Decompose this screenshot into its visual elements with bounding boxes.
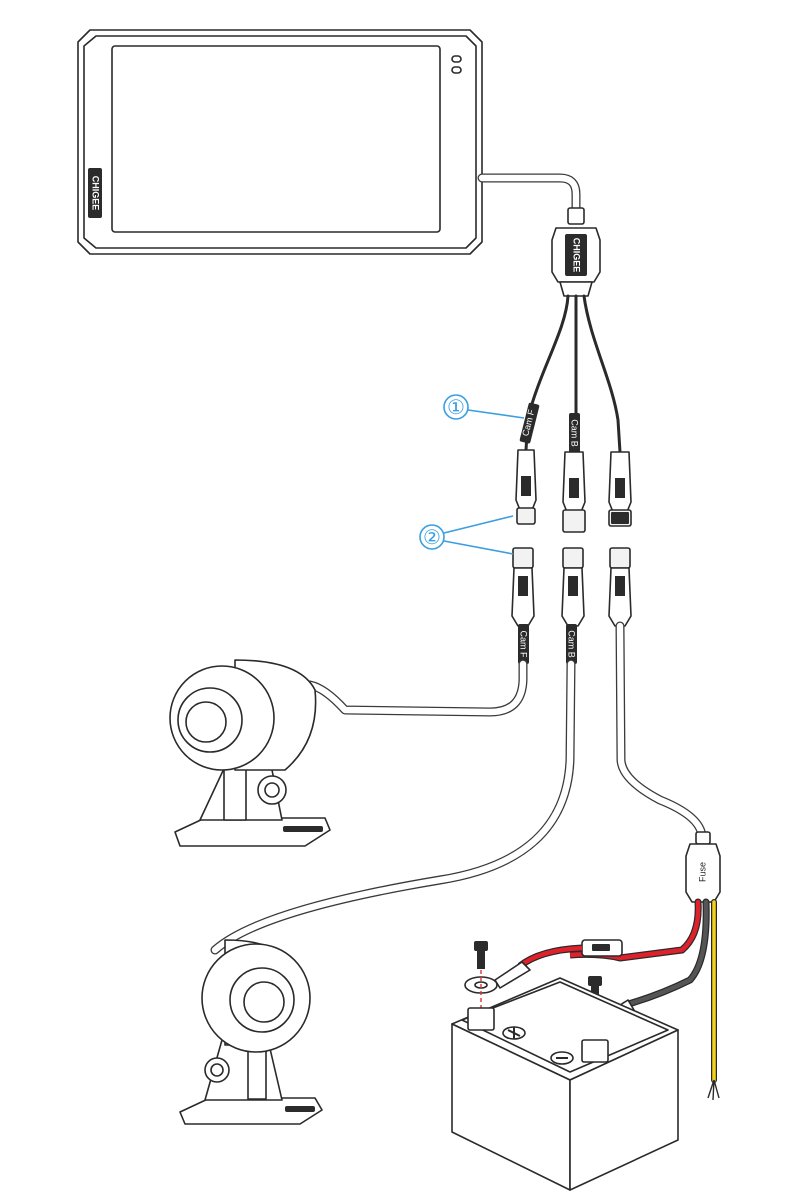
splitter-housing: CHIGEE xyxy=(551,207,601,297)
callout-1: ① xyxy=(443,394,525,420)
connector-cam-b-upper xyxy=(562,451,586,533)
svg-text:Fuse: Fuse xyxy=(697,862,707,882)
fuse-holder: Fuse xyxy=(685,831,721,903)
inline-fuse xyxy=(581,939,623,957)
svg-text:②: ② xyxy=(423,527,441,549)
connector-cam-f-lower xyxy=(511,547,535,627)
stripped-wire-end xyxy=(707,1079,720,1101)
plus-symbol xyxy=(507,1027,521,1039)
positive-bolt xyxy=(474,941,488,969)
rear-camera xyxy=(179,939,323,1125)
front-camera xyxy=(169,659,331,847)
svg-text:Cam B: Cam B xyxy=(570,419,580,447)
tag-cam-f-lower: Cam F xyxy=(518,624,529,664)
display-screen xyxy=(111,45,441,233)
brand-logo-side xyxy=(88,168,102,218)
tag-cam-b-lower: Cam B xyxy=(566,624,577,664)
svg-text:①: ① xyxy=(447,397,465,419)
svg-text:Cam B: Cam B xyxy=(567,630,577,658)
light-sensor xyxy=(451,55,462,63)
positive-ring-terminal xyxy=(464,961,531,994)
connector-power-upper xyxy=(608,451,632,527)
negative-wire xyxy=(622,899,709,1008)
svg-text:Cam F: Cam F xyxy=(519,631,529,659)
battery xyxy=(451,977,679,1191)
connector-cam-b-lower xyxy=(561,547,585,627)
tag-cam-b-upper: Cam B xyxy=(569,413,580,453)
tag-cam-f-upper: Cam F xyxy=(519,402,540,444)
splitter-logo-plate xyxy=(565,234,587,276)
display-unit: CHIGEE xyxy=(77,29,483,255)
light-sensor-2 xyxy=(451,66,462,74)
positive-terminal xyxy=(467,1007,495,1031)
splitter-logo-text: CHIGEE xyxy=(572,238,582,273)
brand-logo-text: CHIGEE xyxy=(91,176,101,211)
connector-cam-f-upper xyxy=(515,449,537,525)
positive-wire xyxy=(617,899,701,961)
minus-symbol xyxy=(550,1051,574,1065)
negative-terminal xyxy=(581,1039,609,1063)
connector-power-lower xyxy=(608,547,632,627)
callout-2: ② xyxy=(419,515,514,555)
